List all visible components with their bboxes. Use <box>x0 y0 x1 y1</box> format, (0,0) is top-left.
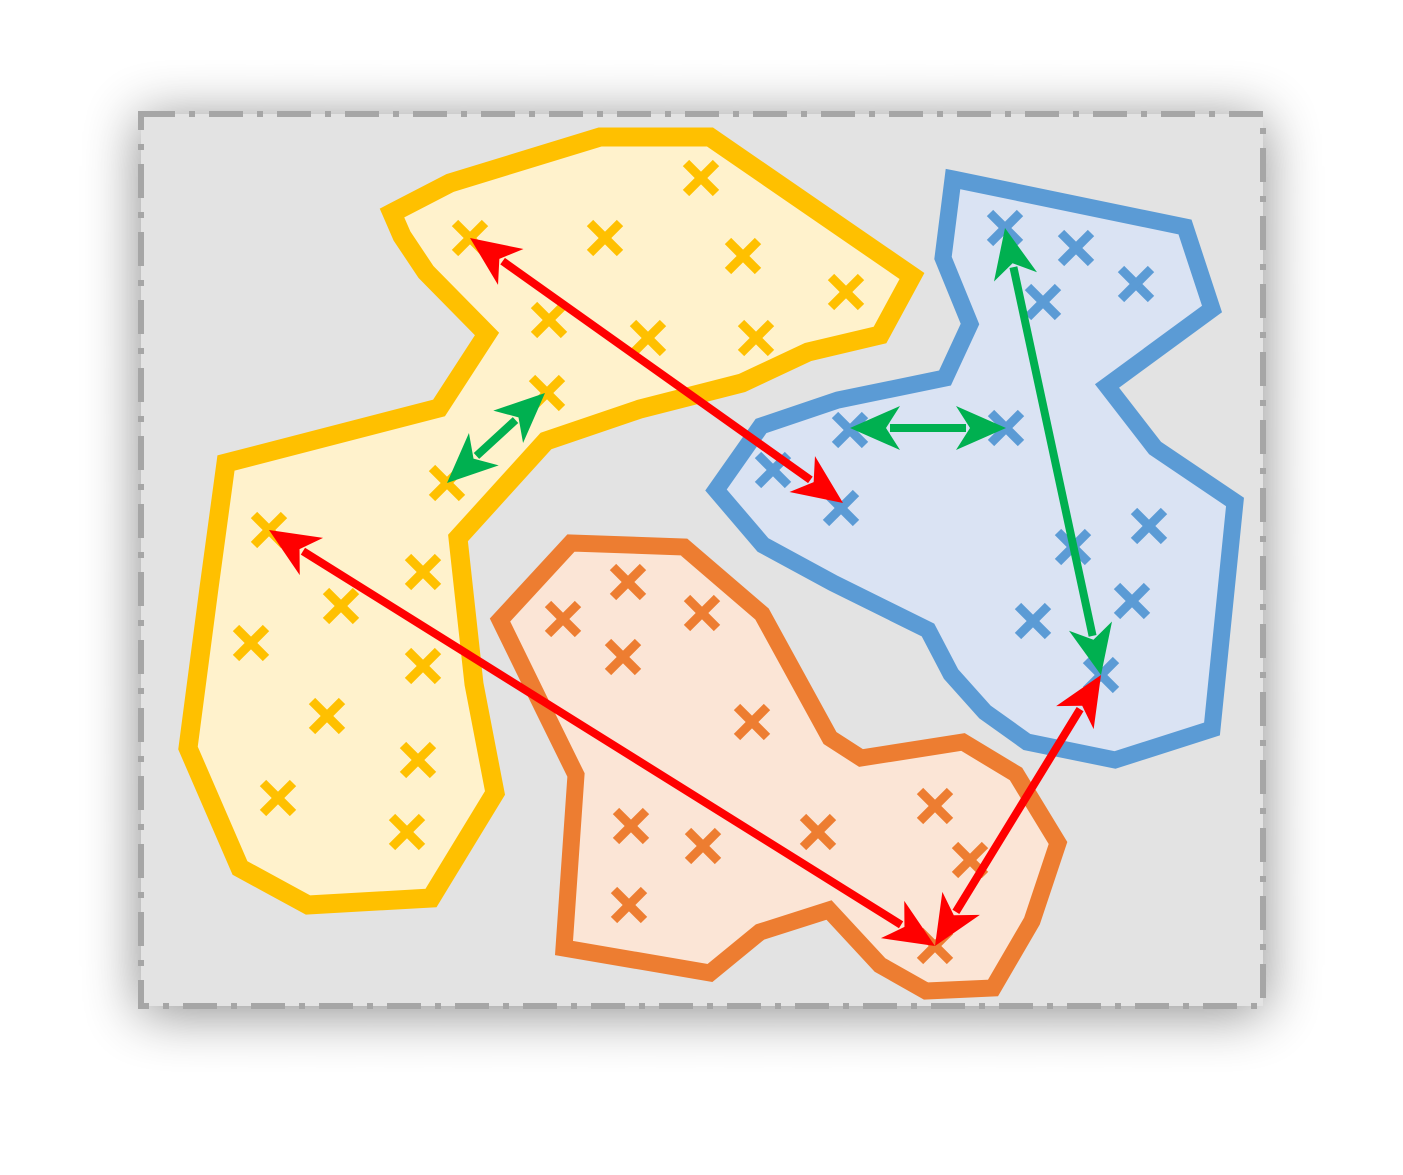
orange-cluster-point <box>610 886 648 924</box>
blue-cluster-region <box>705 168 1244 769</box>
yellow-cluster-point <box>404 647 442 685</box>
inter-cluster-distance-arrow <box>952 707 1084 914</box>
inter-cluster-arrowhead <box>1056 675 1101 730</box>
orange-cluster-point <box>612 807 650 845</box>
yellow-cluster-point <box>682 159 720 197</box>
yellow-cluster-point <box>404 553 442 591</box>
blue-cluster-point <box>1117 265 1155 303</box>
intra-cluster-arrowhead <box>956 406 1006 450</box>
yellow-cluster-point <box>322 587 360 625</box>
orange-cluster-point <box>684 827 722 865</box>
intra-cluster-arrowhead <box>1068 621 1113 675</box>
intra-cluster-arrowhead <box>850 406 900 450</box>
yellow-cluster-point <box>586 219 624 257</box>
orange-cluster-point <box>916 787 954 825</box>
intra-cluster-distance-arrow <box>473 417 519 459</box>
yellow-cluster-point <box>399 741 437 779</box>
yellow-cluster-point <box>737 319 775 357</box>
inter-cluster-arrowhead <box>935 891 980 946</box>
orange-cluster-point <box>799 813 837 851</box>
orange-cluster-point <box>544 600 582 638</box>
intra-cluster-arrowhead <box>493 393 545 444</box>
yellow-cluster-point <box>629 319 667 357</box>
orange-cluster-point <box>683 594 721 632</box>
blue-cluster-point <box>831 411 869 449</box>
intra-cluster-distance-arrow <box>1009 266 1097 637</box>
orange-cluster-point <box>733 703 771 741</box>
inter-cluster-arrowhead <box>470 238 524 285</box>
yellow-cluster-point <box>827 273 865 311</box>
blue-cluster-point <box>1014 602 1052 640</box>
blue-cluster-point <box>1024 283 1062 321</box>
yellow-cluster-point <box>259 779 297 817</box>
inter-cluster-arrowhead <box>789 456 843 503</box>
yellow-cluster-region <box>178 127 925 915</box>
yellow-cluster-point <box>530 301 568 339</box>
orange-cluster-point <box>609 563 647 601</box>
yellow-cluster-point <box>388 813 426 851</box>
intra-cluster-arrowhead <box>993 228 1038 282</box>
orange-cluster-region <box>489 534 1068 1000</box>
blue-cluster-point <box>1113 582 1151 620</box>
blue-cluster-point <box>1057 229 1095 267</box>
inter-cluster-arrowhead <box>880 900 935 946</box>
orange-cluster-point <box>604 638 642 676</box>
inter-cluster-arrowhead <box>269 530 324 576</box>
yellow-cluster-point <box>724 237 762 275</box>
inter-cluster-distance-arrow <box>300 547 904 929</box>
inter-cluster-distance-arrow <box>500 257 813 484</box>
yellow-cluster-point <box>232 624 270 662</box>
blue-cluster-point <box>1130 507 1168 545</box>
intra-cluster-arrowhead <box>447 432 499 483</box>
yellow-cluster-point <box>308 697 346 735</box>
